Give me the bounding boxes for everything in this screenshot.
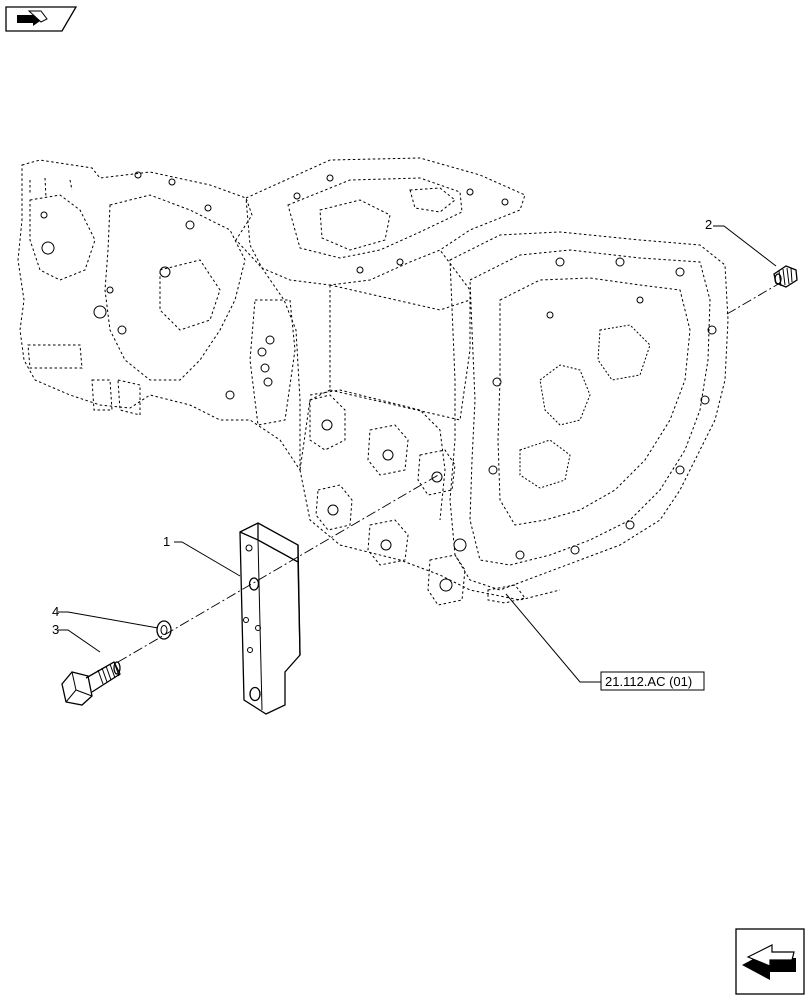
assembly-axis-bracket	[117, 473, 441, 663]
callout-leader-2	[713, 225, 777, 267]
callout-number-3: 3	[52, 622, 59, 637]
assembly-axis-plug	[726, 282, 781, 315]
part-washer	[156, 620, 172, 640]
reference-leader	[505, 593, 601, 683]
callout-number-1: 1	[163, 534, 170, 549]
callout-leader-3	[58, 629, 101, 653]
callout-number-2: 2	[705, 217, 712, 232]
next-page-arrow-icon[interactable]	[735, 928, 805, 995]
reference-link[interactable]: 21.112.AC (01)	[600, 671, 705, 691]
part-bracket	[239, 522, 301, 715]
callout-number-4: 4	[52, 604, 59, 619]
part-plug	[773, 265, 798, 288]
reference-label: 21.112.AC (01)	[605, 674, 692, 689]
part-bolt	[61, 661, 121, 706]
transmission-housing	[17, 157, 729, 606]
callout-leader-1	[174, 541, 241, 577]
callout-leader-4	[58, 611, 159, 629]
previous-page-arrow-icon[interactable]	[5, 6, 78, 32]
